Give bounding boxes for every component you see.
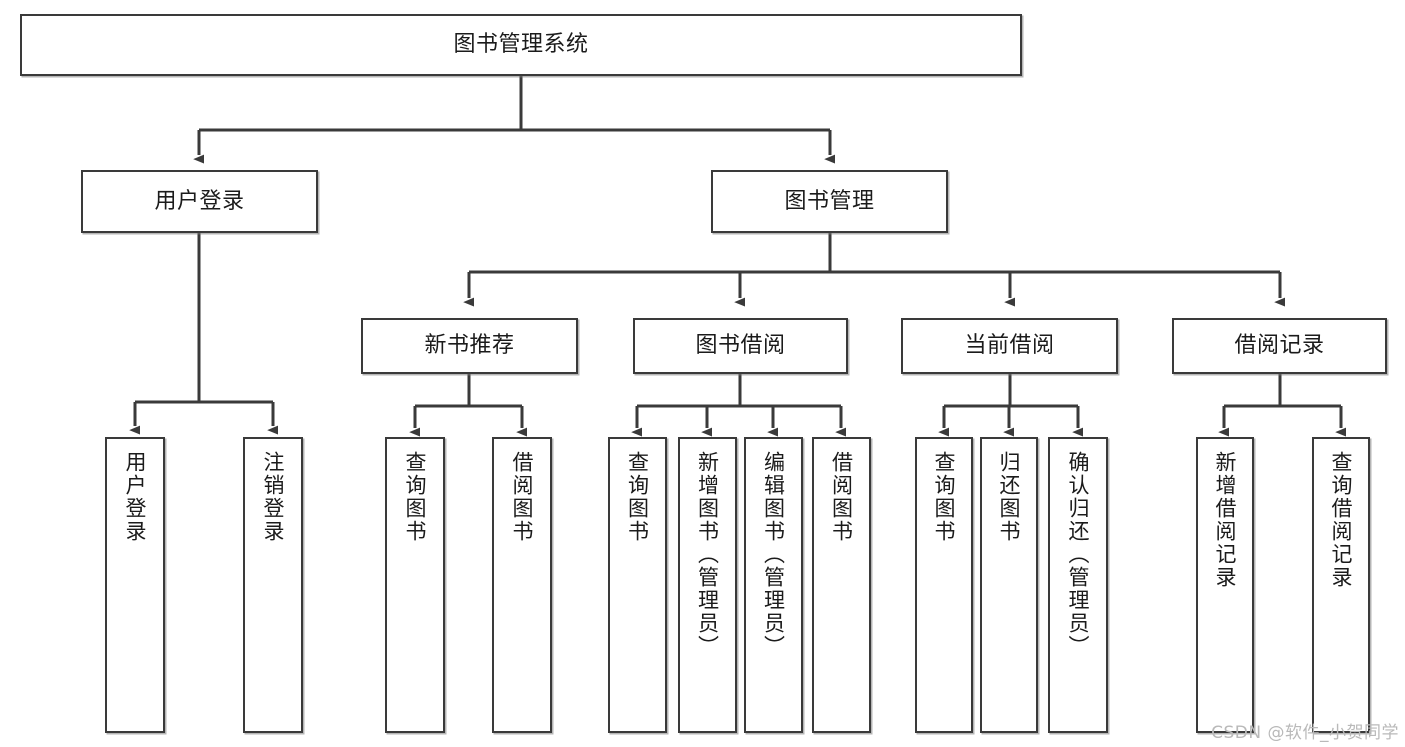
node-leaf-borrow-book-2-label: 借阅图书 [829, 451, 854, 543]
node-new-book-recommend[interactable]: 新书推荐 [361, 318, 578, 374]
node-borrow-record[interactable]: 借阅记录 [1172, 318, 1387, 374]
node-user-login-label: 用户登录 [154, 188, 245, 214]
node-leaf-query-book-3[interactable]: 查询图书 [915, 437, 973, 733]
node-leaf-add-book-admin[interactable]: 新增图书（管理员） [678, 437, 737, 733]
node-leaf-query-book-2-label: 查询图书 [625, 451, 650, 543]
node-leaf-edit-book-admin-label: 编辑图书（管理员） [761, 451, 786, 658]
node-leaf-query-book-1[interactable]: 查询图书 [385, 437, 445, 733]
node-book-manage-label: 图书管理 [784, 188, 875, 214]
node-leaf-query-record[interactable]: 查询借阅记录 [1312, 437, 1370, 733]
node-book-borrow[interactable]: 图书借阅 [633, 318, 848, 374]
node-leaf-query-book-3-label: 查询图书 [932, 451, 957, 543]
node-leaf-user-login-label: 用户登录 [123, 451, 148, 543]
node-user-login[interactable]: 用户登录 [81, 170, 318, 233]
node-leaf-borrow-book-2[interactable]: 借阅图书 [812, 437, 871, 733]
node-leaf-add-record-label: 新增借阅记录 [1213, 451, 1238, 589]
node-leaf-add-book-admin-label: 新增图书（管理员） [695, 451, 720, 658]
node-book-manage[interactable]: 图书管理 [711, 170, 948, 233]
node-leaf-confirm-return-admin-label: 确认归还（管理员） [1066, 451, 1091, 658]
node-leaf-add-record[interactable]: 新增借阅记录 [1196, 437, 1254, 733]
node-leaf-logout[interactable]: 注销登录 [243, 437, 303, 733]
node-book-borrow-label: 图书借阅 [695, 333, 786, 359]
node-leaf-return-book[interactable]: 归还图书 [980, 437, 1038, 733]
node-leaf-user-login[interactable]: 用户登录 [105, 437, 165, 733]
node-root[interactable]: 图书管理系统 [20, 14, 1022, 76]
node-leaf-query-book-1-label: 查询图书 [403, 451, 428, 543]
node-leaf-query-record-label: 查询借阅记录 [1329, 451, 1354, 589]
node-leaf-edit-book-admin[interactable]: 编辑图书（管理员） [744, 437, 803, 733]
node-leaf-query-book-2[interactable]: 查询图书 [608, 437, 667, 733]
node-leaf-borrow-book-1[interactable]: 借阅图书 [492, 437, 552, 733]
node-root-label: 图书管理系统 [453, 32, 589, 58]
node-new-book-recommend-label: 新书推荐 [424, 333, 515, 359]
node-leaf-logout-label: 注销登录 [261, 451, 286, 543]
node-leaf-return-book-label: 归还图书 [997, 451, 1022, 543]
node-current-borrow[interactable]: 当前借阅 [901, 318, 1118, 374]
node-leaf-confirm-return-admin[interactable]: 确认归还（管理员） [1048, 437, 1108, 733]
node-borrow-record-label: 借阅记录 [1234, 333, 1325, 359]
node-current-borrow-label: 当前借阅 [964, 333, 1055, 359]
node-leaf-borrow-book-1-label: 借阅图书 [510, 451, 535, 543]
